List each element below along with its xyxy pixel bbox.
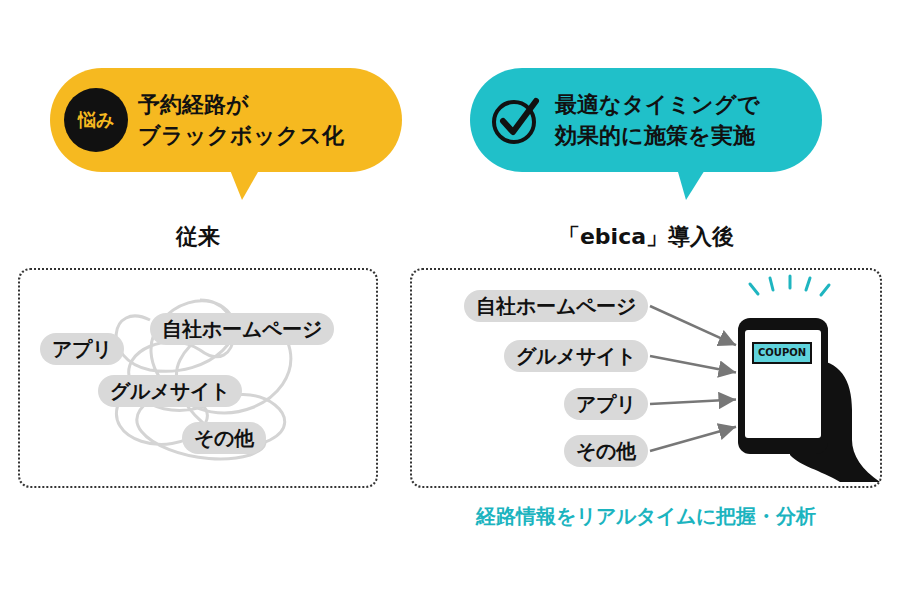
node-text: グルメサイト bbox=[516, 342, 636, 370]
coupon-label: COUPON bbox=[752, 342, 812, 364]
badge-circle: 悩み bbox=[64, 88, 128, 152]
dotted-panel: 「ebica」導入後自社ホームページグルメサイトアプリその他COUPON bbox=[410, 268, 882, 488]
channel-pill: 自社ホームページ bbox=[464, 290, 648, 322]
smartphone: COUPON bbox=[738, 318, 828, 454]
channel-pill: グルメサイト bbox=[504, 340, 648, 372]
node-text: その他 bbox=[576, 437, 636, 465]
channel-pill: アプリ bbox=[40, 333, 124, 365]
arrow-connector bbox=[650, 306, 736, 345]
node-text: グルメサイト bbox=[110, 377, 230, 405]
node-text: 自社ホームページ bbox=[476, 292, 636, 320]
channel-pill: その他 bbox=[182, 422, 266, 454]
arrow-connector bbox=[650, 427, 736, 451]
speech-bubble: 予約経路が ブラックボックス化悩み bbox=[50, 68, 402, 172]
node-text: 予約経路が ブラックボックス化 bbox=[138, 89, 402, 151]
node-text: 自社ホームページ bbox=[162, 315, 322, 343]
caption-note: 経路情報をリアルタイムに把握・分析 bbox=[476, 503, 816, 530]
node-text: アプリ bbox=[576, 390, 636, 418]
arrow-connector bbox=[650, 356, 736, 372]
channel-pill: グルメサイト bbox=[98, 375, 242, 407]
channel-pill: その他 bbox=[564, 435, 648, 467]
sparkle bbox=[750, 276, 829, 295]
panel-heading: 「ebica」導入後 bbox=[412, 222, 880, 252]
panel-heading: 従来 bbox=[20, 222, 376, 252]
node-text: アプリ bbox=[52, 335, 112, 363]
node-text: 最適なタイミングで 効果的に施策を実施 bbox=[555, 89, 822, 151]
check-icon bbox=[490, 93, 544, 147]
dotted-panel: 従来アプリ自社ホームページグルメサイトその他 bbox=[18, 268, 378, 488]
channel-pill: アプリ bbox=[564, 388, 648, 420]
arrow-connector bbox=[650, 400, 736, 404]
node-text: 悩み bbox=[78, 108, 114, 132]
node-text: その他 bbox=[194, 424, 254, 452]
channel-pill: 自社ホームページ bbox=[150, 313, 334, 345]
